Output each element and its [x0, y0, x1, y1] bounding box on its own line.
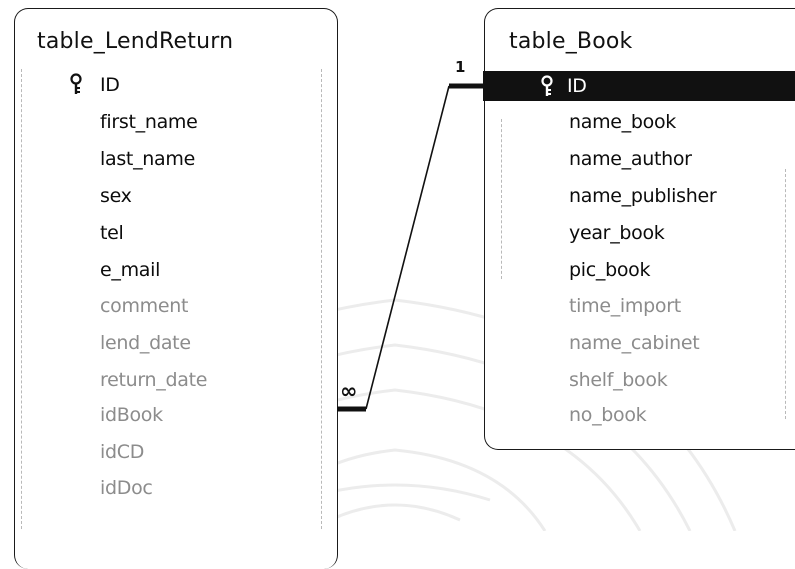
field-iddoc[interactable]: idDoc	[100, 477, 153, 499]
field-name-book[interactable]: name_book	[569, 111, 676, 133]
field-idbook[interactable]: idBook	[100, 404, 163, 426]
field-last-name[interactable]: last_name	[100, 148, 195, 170]
field-idcd[interactable]: idCD	[100, 441, 145, 463]
scroll-track	[21, 69, 22, 529]
many-cardinality-label: ∞	[340, 379, 357, 403]
field-id[interactable]: ID	[100, 74, 120, 96]
field-sex[interactable]: sex	[100, 185, 132, 207]
table-title: table_LendReturn	[37, 29, 234, 54]
field-tel[interactable]: tel	[100, 222, 124, 244]
field-lend-date[interactable]: lend_date	[100, 332, 191, 354]
field-id: ID	[567, 75, 587, 97]
relationship-line	[365, 85, 450, 410]
table-book[interactable]: table_Book ID name_book name_author name…	[483, 8, 795, 450]
scroll-track	[321, 69, 322, 529]
field-pic-book[interactable]: pic_book	[569, 259, 651, 281]
field-shelf-book[interactable]: shelf_book	[569, 369, 668, 391]
field-first-name[interactable]: first_name	[100, 111, 198, 133]
table-lendreturn[interactable]: table_LendReturn ID first_name last_name…	[14, 8, 338, 569]
field-year-book[interactable]: year_book	[569, 222, 665, 244]
field-id-selected-row[interactable]: ID	[483, 71, 795, 101]
scroll-track	[501, 119, 502, 279]
field-time-import[interactable]: time_import	[569, 295, 681, 317]
one-cardinality-label: 1	[455, 58, 466, 76]
scroll-track	[785, 169, 786, 419]
field-e-mail[interactable]: e_mail	[100, 259, 161, 281]
table-title: table_Book	[509, 29, 633, 54]
primary-key-icon	[70, 73, 82, 94]
field-comment[interactable]: comment	[100, 295, 189, 317]
field-no-book[interactable]: no_book	[569, 404, 647, 426]
field-name-author[interactable]: name_author	[569, 148, 692, 170]
field-return-date[interactable]: return_date	[100, 369, 208, 391]
field-name-cabinet[interactable]: name_cabinet	[569, 332, 700, 354]
primary-key-icon	[541, 75, 553, 96]
field-name-publisher[interactable]: name_publisher	[569, 185, 717, 207]
